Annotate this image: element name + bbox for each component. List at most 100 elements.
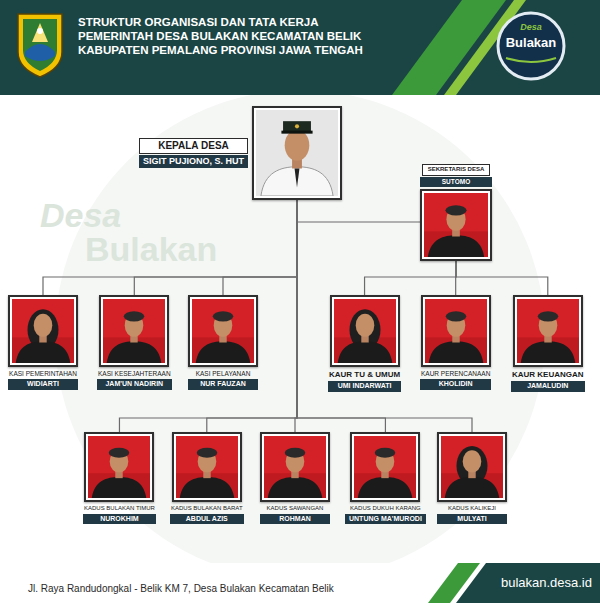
portrait-photo bbox=[192, 299, 254, 363]
portrait-photo bbox=[264, 436, 326, 498]
photo-background bbox=[103, 299, 165, 363]
portrait-cap-visor bbox=[281, 131, 312, 134]
name-bar: KHOLIDIN bbox=[420, 379, 491, 390]
photo-background bbox=[192, 299, 254, 363]
footer-ground bbox=[0, 563, 600, 603]
role-label: KAUR KEUANGAN bbox=[511, 370, 585, 380]
title-column: KEPALA DESASIGIT PUJIONO, S. HUT bbox=[139, 138, 248, 169]
portrait-frame bbox=[99, 295, 169, 367]
portrait-frame bbox=[437, 432, 507, 502]
portrait-cap-badge bbox=[295, 124, 299, 128]
portrait-photo bbox=[256, 110, 338, 196]
staff-card: KADUS DUKUH KARANGUNTUNG MA'MURODI bbox=[345, 432, 426, 524]
portrait-frame bbox=[420, 189, 492, 261]
portrait-photo bbox=[517, 299, 579, 363]
portrait-headdress bbox=[213, 311, 233, 321]
portrait-face bbox=[285, 130, 310, 161]
staff-card: KADUS BULAKAN TIMURNUROKHIM bbox=[83, 432, 156, 524]
name-bar: JAMALUDIN bbox=[511, 381, 585, 392]
portrait-frame bbox=[188, 295, 258, 367]
coat-of-arms bbox=[18, 14, 62, 77]
portrait-body bbox=[107, 341, 162, 363]
portrait-frame bbox=[8, 295, 78, 367]
role-label: KADUS SAWANGAN bbox=[266, 505, 325, 513]
portrait-frame bbox=[260, 432, 330, 502]
name-bar: NUROKHIM bbox=[83, 514, 156, 525]
portrait-tie bbox=[295, 168, 300, 187]
portrait-face bbox=[463, 450, 482, 472]
photo-background bbox=[264, 436, 326, 498]
logo-word: Desa bbox=[491, 23, 571, 32]
watermark: Bulakan bbox=[85, 232, 217, 266]
role-label: KADUS DUKUH KARANG bbox=[349, 505, 422, 513]
portrait-body bbox=[358, 477, 413, 498]
portrait-body bbox=[92, 477, 147, 498]
portrait-body bbox=[196, 341, 251, 363]
photo-background bbox=[354, 436, 416, 498]
portrait-photo bbox=[354, 436, 416, 498]
name-bar: UMI INDARWATI bbox=[328, 381, 401, 392]
staff-card: KAUR PERENCANAANKHOLIDIN bbox=[420, 295, 491, 390]
logo-name: Bulakan bbox=[491, 36, 571, 49]
portrait-headdress bbox=[124, 311, 144, 321]
portrait-body bbox=[521, 341, 576, 363]
watermark: Desa bbox=[40, 198, 121, 232]
portrait-cap bbox=[283, 121, 311, 131]
staff-card: KAUR KEUANGANJAMALUDIN bbox=[511, 295, 585, 392]
portrait-headdress bbox=[375, 448, 395, 458]
portrait-frame bbox=[330, 295, 400, 367]
staff-card: KADUS SAWANGANROHMAN bbox=[260, 432, 330, 524]
name-bar: ABDUL AZIS bbox=[170, 514, 244, 525]
staff-card: KEPALA DESASIGIT PUJIONO, S. HUT bbox=[139, 106, 342, 200]
name-bar: SIGIT PUJIONO, S. HUT bbox=[139, 155, 248, 168]
portrait-photo bbox=[425, 299, 487, 363]
portrait-face bbox=[34, 314, 53, 337]
photo-background bbox=[256, 110, 338, 196]
header-band bbox=[0, 0, 600, 95]
photo-background bbox=[517, 299, 579, 363]
connector bbox=[365, 261, 456, 295]
shield-inner bbox=[23, 19, 57, 71]
staff-card: KAUR TU & UMUMUMI INDARWATI bbox=[328, 295, 401, 392]
staff-card: SEKRETARIS DESASUTOMO bbox=[420, 164, 492, 261]
name-bar: MULYATI bbox=[437, 514, 507, 525]
portrait-headdress bbox=[445, 311, 465, 321]
portrait-photo bbox=[176, 436, 238, 498]
staff-card: KADUS KALIKEJIMULYATI bbox=[437, 432, 507, 524]
portrait-photo bbox=[441, 436, 503, 498]
staff-card: KADUS BULAKAN BARATABDUL AZIS bbox=[170, 432, 244, 524]
portrait-headdress bbox=[197, 448, 217, 458]
role-label: KASI KESEJAHTERAAN bbox=[97, 370, 172, 378]
role-label: KAUR TU & UMUM bbox=[328, 370, 401, 380]
staff-card: KASI PELAYANANNUR FAUZAN bbox=[188, 295, 258, 390]
photo-background bbox=[425, 299, 487, 363]
portrait-body bbox=[337, 341, 392, 363]
name-bar: JAM'UN NADIRIN bbox=[97, 379, 172, 390]
portrait-frame bbox=[513, 295, 583, 367]
connector bbox=[223, 200, 297, 295]
photo-background bbox=[334, 299, 396, 363]
portrait-face bbox=[355, 314, 374, 337]
photo-background bbox=[424, 193, 488, 257]
name-bar: WIDIARTI bbox=[8, 379, 78, 390]
connector bbox=[297, 200, 420, 222]
photo-background bbox=[12, 299, 74, 363]
name-bar: SUTOMO bbox=[420, 177, 492, 187]
connector bbox=[456, 261, 548, 295]
portrait-photo bbox=[424, 193, 488, 257]
footer-band bbox=[456, 563, 600, 603]
portrait-frame bbox=[252, 106, 342, 200]
portrait-body bbox=[261, 167, 333, 196]
portrait-body bbox=[428, 235, 484, 257]
role-label: KADUS BULAKAN BARAT bbox=[170, 505, 244, 513]
shield-mountain bbox=[32, 23, 48, 42]
portrait-photo bbox=[334, 299, 396, 363]
role-label: KADUS KALIKEJI bbox=[447, 505, 497, 513]
name-bar: NUR FAUZAN bbox=[188, 379, 258, 390]
role-label: KADUS BULAKAN TIMUR bbox=[83, 505, 156, 513]
portrait-photo bbox=[12, 299, 74, 363]
portrait-body bbox=[268, 477, 323, 498]
name-bar: ROHMAN bbox=[260, 514, 330, 525]
shield-water bbox=[25, 44, 55, 61]
